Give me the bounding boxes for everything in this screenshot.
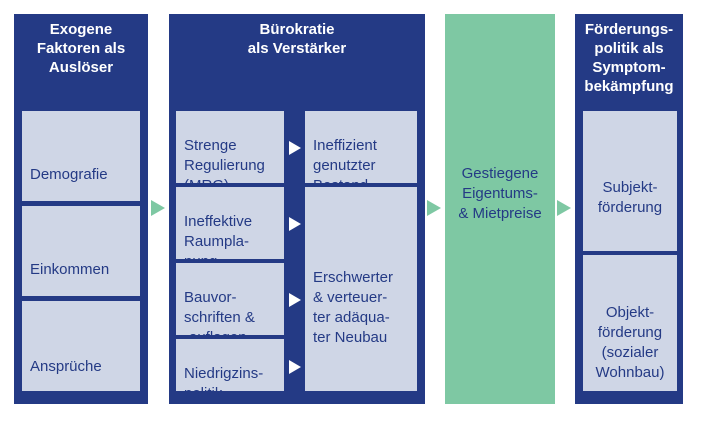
arrow-right-icon [151,200,165,216]
subsidy-label: Subjekt- förderung [597,179,663,216]
bureaucracy-panel: Bürokratie als Verstärker Strenge Reguli… [169,14,425,404]
cause-label: Strenge Regulierung (MRG) [184,137,265,194]
arrow-right-icon [289,360,301,374]
cause-label: Niedrigzins- politik [184,365,264,402]
effect-neubau: Erschwerter & verteuer- ter adäqua- ter … [305,187,417,391]
subsidy-policy-title: Förderungs- politik als Symptom- bekämpf… [584,21,674,95]
factor-ansprueche: Ansprüche [22,301,140,391]
effect-label: Erschwerter & verteuer- ter adäqua- ter … [313,269,394,346]
price-increase-label: Gestiegene Eigentums- & Mietpreise [458,165,542,222]
effect-label: Ineffizient genutzter Bestand [313,137,377,194]
cause-regulierung: Strenge Regulierung (MRG) [176,111,284,194]
subsidy-subjekt: Subjekt- förderung [583,111,677,251]
exogenous-factors-panel: Exogene Faktoren als Auslöser Demografie… [14,14,148,404]
arrow-right-icon [427,200,441,216]
factor-demografie: Demografie [22,111,140,201]
subsidy-policy-panel: Förderungs- politik als Symptom- bekämpf… [575,14,683,404]
effect-bestand: Ineffizient genutzter Bestand [305,111,417,194]
factor-label: Demografie [30,166,108,183]
factor-einkommen: Einkommen [22,206,140,296]
cause-niedrigzins: Niedrigzins- politik [176,339,284,402]
cause-label: Ineffektive Raumpla- nung [184,213,253,270]
subsidy-objekt: Objekt- förderung (sozialer Wohnbau) [583,255,677,391]
arrow-right-icon [557,200,571,216]
price-increase-box: Gestiegene Eigentums- & Mietpreise [445,14,555,404]
factor-label: Ansprüche [30,358,102,375]
subsidy-label: Objekt- förderung (sozialer Wohnbau) [595,304,665,381]
arrow-right-icon [289,141,301,155]
cause-bauvorschriften: Bauvor- schriften & -auflagen [176,263,284,346]
cause-raumplanung: Ineffektive Raumpla- nung [176,187,284,270]
exogenous-factors-title: Exogene Faktoren als Auslöser [36,21,126,76]
arrow-right-icon [289,293,301,307]
arrow-right-icon [289,217,301,231]
bureaucracy-title: Bürokratie als Verstärker [247,21,347,57]
factor-label: Einkommen [30,261,110,278]
cause-label: Bauvor- schriften & -auflagen [184,289,255,346]
